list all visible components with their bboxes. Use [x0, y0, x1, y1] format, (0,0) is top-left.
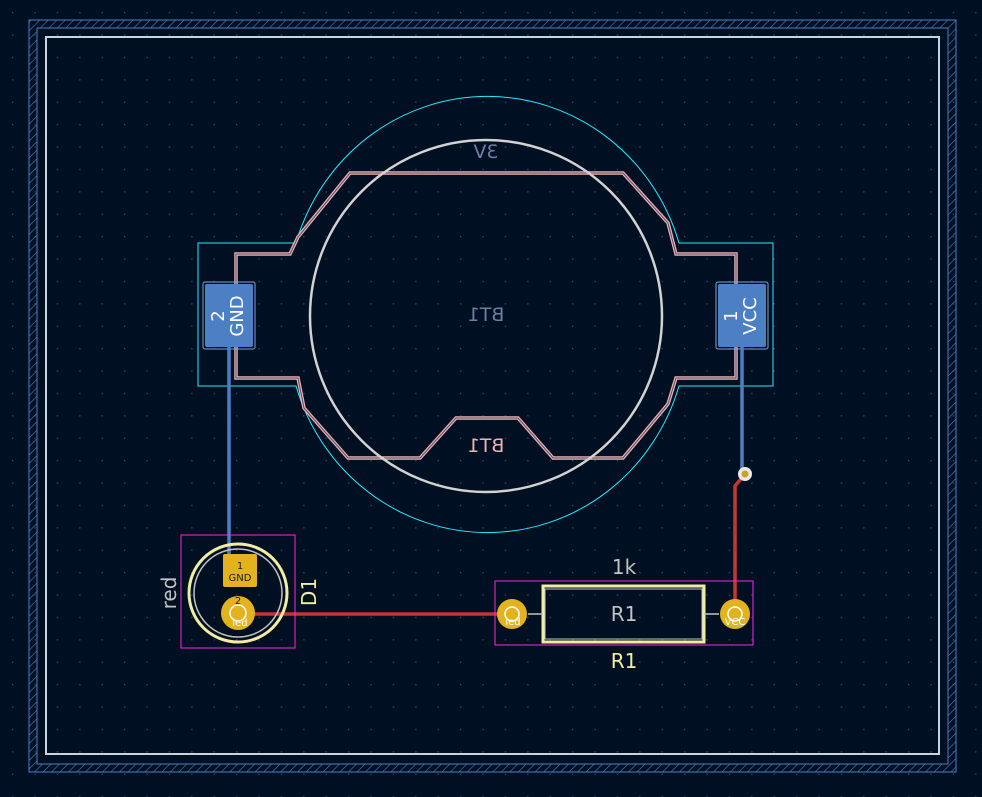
bt1-pad-gnd-number: 2: [208, 310, 229, 321]
d1-value-label: red: [157, 577, 181, 610]
r1-fab-body: [544, 588, 703, 640]
d1-pad-1-number: 1: [237, 561, 243, 572]
d1-courtyard: [180, 534, 296, 649]
d1-silkscreen-outline: [187, 542, 289, 644]
bt1-fab-reference: BT1: [468, 304, 505, 326]
via[interactable]: [738, 467, 752, 481]
bt1-pad-vcc-net: VCC: [740, 297, 761, 334]
r1-silkscreen-reference: R1: [611, 649, 638, 673]
r1-pad-2-net: VCC: [725, 617, 746, 628]
bt1-fab-outline: [235, 172, 737, 459]
r1-pad-1[interactable]: led: [497, 599, 527, 629]
board-zone-frame[interactable]: [28, 19, 957, 773]
bt1-coin-cell-outline: [308, 138, 664, 494]
d1-pad-2-number: 2: [235, 596, 241, 607]
d1-reference-label: D1: [297, 578, 321, 606]
footprint-bt1[interactable]: 3V BT1 BT1 2 GND 1 VCC: [197, 96, 774, 533]
r1-courtyard: [494, 580, 754, 646]
d1-pad-1[interactable]: 1 GND: [223, 554, 257, 587]
d1-pad-2-net: led: [232, 618, 247, 629]
bt1-value-label: 3V: [473, 141, 498, 163]
board-outline-edge-cuts[interactable]: [45, 36, 940, 755]
bt1-silkscreen-reference: BT1: [468, 435, 505, 457]
bt1-pad-vcc[interactable]: 1 VCC: [715, 281, 769, 350]
d1-fab-outline: [193, 548, 283, 638]
r1-pad-1-net: led: [505, 617, 520, 628]
d1-pad-1-net: GND: [229, 573, 252, 584]
r1-value-label: 1k: [612, 555, 637, 579]
d1-pad-2[interactable]: 2 led: [221, 596, 255, 630]
bt1-pad-vcc-number: 1: [721, 310, 742, 321]
r1-pad-2[interactable]: VCC: [720, 599, 750, 629]
footprint-d1[interactable]: 1 GND 2 led red D1: [157, 534, 321, 649]
bt1-pad-gnd-net: GND: [227, 295, 248, 336]
bt1-courtyard: [197, 96, 774, 533]
r1-fab-reference: R1: [611, 602, 638, 626]
bt1-pad-gnd[interactable]: 2 GND: [202, 281, 256, 350]
footprint-r1[interactable]: led VCC 1k R1 R1: [494, 555, 754, 673]
